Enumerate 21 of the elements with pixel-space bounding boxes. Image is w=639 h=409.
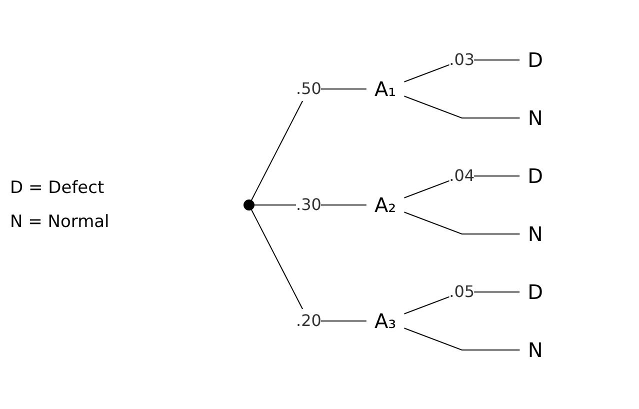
node-text: N [528,338,544,362]
edge-label: .50 [296,78,322,98]
node-text: D [528,48,544,72]
edge-label: .03 [450,50,476,68]
edge-label: .30 [296,194,322,214]
node-text: N [528,222,544,246]
node-text: N [528,106,544,130]
node-circle [244,199,255,210]
node-text: D [528,164,544,188]
node-text: A₃ [374,308,397,332]
edge-label: .20 [296,310,322,330]
legend-note: N = Normal [10,212,110,232]
connector [404,211,521,234]
node-text: A₁ [374,76,397,100]
legend-note: D = Defect [10,178,106,198]
node-text: A₂ [374,192,397,216]
connector [404,327,521,350]
edge-label: .04 [450,166,476,184]
connector [404,95,521,118]
node-text: D [528,280,544,304]
edge-label: .05 [450,282,476,300]
